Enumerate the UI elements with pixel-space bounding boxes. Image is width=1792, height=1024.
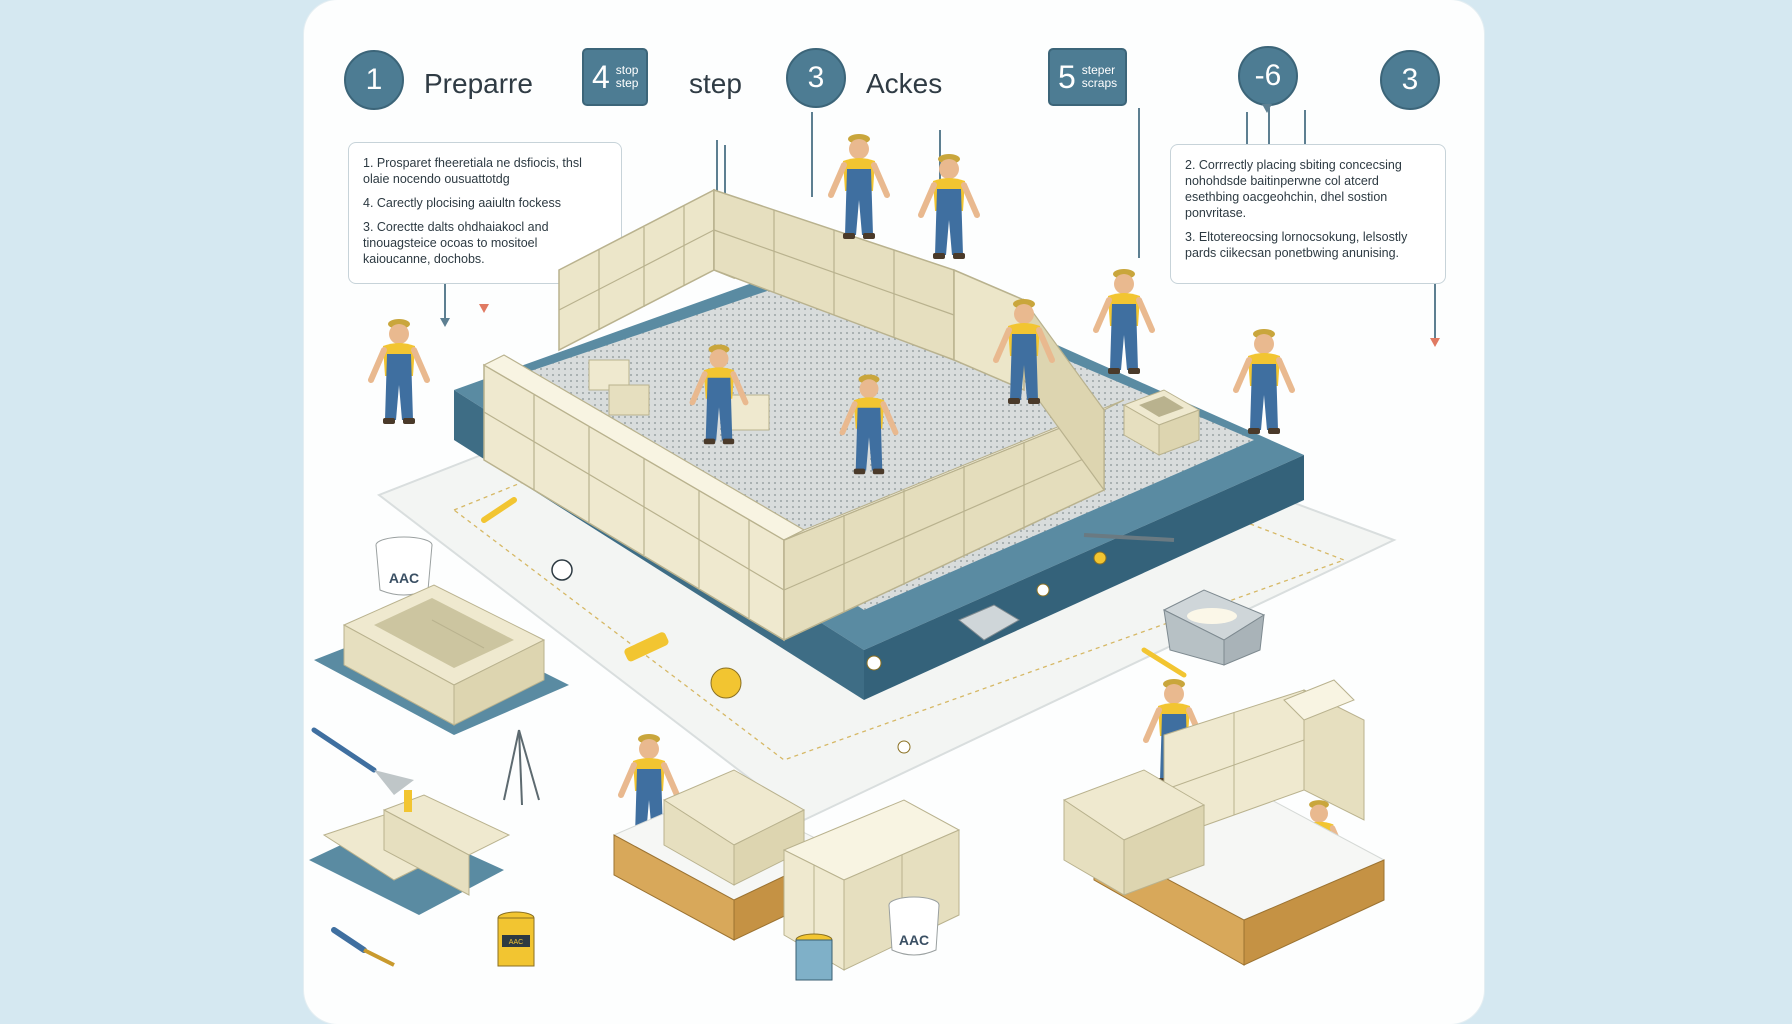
foundation-side-right	[864, 455, 1304, 700]
step-1-badge: 1	[344, 50, 404, 110]
tripod	[503, 729, 540, 806]
step-4-label: step	[689, 68, 742, 99]
roller	[624, 632, 669, 662]
mortar-tray	[1162, 589, 1266, 666]
pointer-line	[724, 145, 726, 205]
spirit-level	[1083, 533, 1175, 542]
pallet-station-right	[1062, 679, 1386, 966]
bucket-left-label: AAC	[389, 570, 419, 586]
paint-can-yellow: AAC	[497, 911, 535, 967]
ground-marker	[710, 667, 742, 699]
construction-worker	[368, 319, 430, 424]
step-3-label: Ackes	[866, 68, 943, 99]
trowel-tool	[311, 727, 377, 773]
ground-marker	[1093, 551, 1107, 565]
hammer-tool	[331, 927, 367, 953]
pointer-arrow	[1262, 104, 1272, 113]
step-3b-badge: 3	[1380, 50, 1440, 110]
blue-paint-can	[795, 933, 833, 981]
pointer-line	[1434, 280, 1436, 340]
ground-marker	[551, 559, 573, 581]
construction-worker	[993, 299, 1055, 404]
pointer-arrow	[440, 318, 450, 327]
scraper	[958, 604, 1020, 641]
pointer-arrow	[479, 304, 489, 313]
pointer-line	[1138, 108, 1140, 258]
pointer-line	[716, 140, 718, 200]
block-station-bottom-left	[309, 790, 511, 915]
aac-bucket-right: AAC	[888, 896, 940, 956]
yellow-pencil	[1141, 647, 1187, 678]
hammer-handle	[363, 948, 395, 967]
u-block-station	[314, 584, 569, 735]
pointer-line	[811, 112, 813, 197]
bucket-right-label: AAC	[899, 932, 929, 948]
trowel-blade	[374, 770, 414, 795]
construction-illustration: AAC	[309, 134, 1397, 981]
u-block-right	[1122, 389, 1201, 456]
step-6-badge: -6	[1238, 46, 1298, 106]
ground-marker	[1036, 583, 1050, 597]
construction-worker	[1093, 269, 1155, 374]
construction-worker	[918, 154, 980, 259]
pointer-arrow	[1430, 338, 1440, 347]
step-3-badge: 3	[786, 48, 846, 108]
construction-worker	[689, 344, 749, 445]
loose-block	[608, 384, 650, 416]
step-1-label: Preparre	[424, 68, 533, 99]
mallet	[481, 497, 517, 523]
back-wall-right	[713, 188, 1025, 392]
front-wall-left	[482, 354, 806, 642]
can-label: AAC	[509, 939, 523, 946]
construction-worker	[828, 134, 890, 239]
construction-worker	[839, 374, 899, 475]
ground-marker	[897, 740, 911, 754]
ground-marker	[866, 655, 882, 671]
pallet-station-center	[612, 769, 841, 941]
right-steps-note: 2. Corrrectly placing sbiting concecsing…	[1170, 144, 1446, 284]
construction-worker	[1233, 329, 1295, 434]
aac-bucket-left: AAC	[375, 536, 433, 596]
pointer-line	[444, 270, 446, 320]
